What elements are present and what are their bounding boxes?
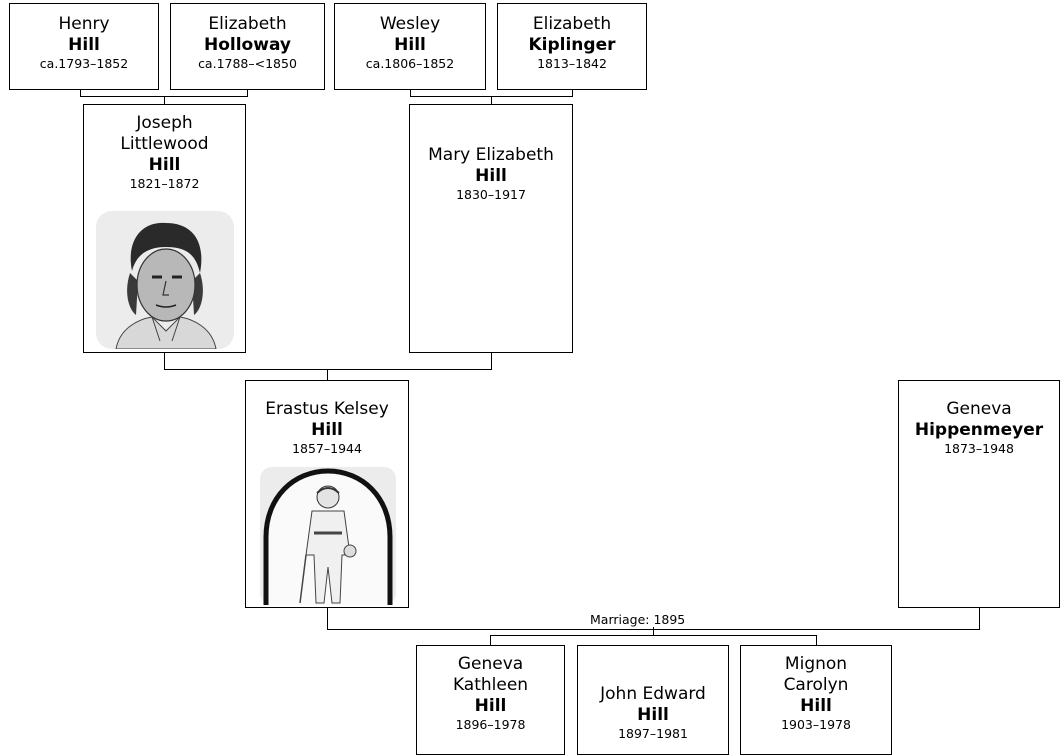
given-name: Henry: [58, 14, 110, 34]
life-dates: 1873–1948: [944, 441, 1014, 456]
person-card-wesley-hill[interactable]: Wesley Hill ca.1806–1852: [334, 3, 486, 90]
surname: Hill: [475, 166, 507, 186]
given-name-middle: Carolyn: [783, 675, 849, 695]
given-name-first: Joseph: [136, 113, 193, 133]
surname: Hippenmeyer: [914, 420, 1044, 440]
portrait-image: [96, 211, 234, 349]
given-name: Erastus Kelsey: [265, 399, 389, 419]
given-name-middle: Littlewood: [120, 134, 209, 154]
given-name: Geneva: [946, 399, 1012, 419]
marriage-label: Marriage: 1895: [589, 612, 687, 627]
person-card-elizabeth-kiplinger[interactable]: Elizabeth Kiplinger 1813–1842: [497, 3, 647, 90]
life-dates: 1813–1842: [537, 56, 607, 71]
person-card-geneva-kathleen-hill[interactable]: Geneva Kathleen Hill 1896–1978: [416, 645, 565, 755]
life-dates: ca.1793–1852: [39, 56, 129, 71]
given-name-first: Mignon: [784, 654, 848, 674]
life-dates: ca.1788–<1850: [198, 56, 297, 71]
surname: Hill: [148, 155, 181, 175]
given-name: Mary Elizabeth: [428, 145, 554, 165]
person-card-henry-hill[interactable]: Henry Hill ca.1793–1852: [9, 3, 159, 90]
person-card-elizabeth-holloway[interactable]: Elizabeth Holloway ca.1788–<1850: [170, 3, 325, 90]
life-dates: 1857–1944: [292, 441, 362, 456]
life-dates: 1821–1872: [129, 176, 200, 191]
surname: Hill: [68, 35, 100, 55]
life-dates: 1830–1917: [456, 187, 526, 202]
surname: Hill: [637, 705, 669, 725]
portrait-image: [260, 467, 396, 605]
person-card-mignon-carolyn-hill[interactable]: Mignon Carolyn Hill 1903–1978: [740, 645, 892, 755]
person-card-john-edward-hill[interactable]: John Edward Hill 1897–1981: [577, 645, 729, 755]
given-name: Elizabeth: [208, 14, 287, 34]
life-dates: 1896–1978: [455, 717, 526, 732]
given-name: Wesley: [379, 14, 441, 34]
life-dates: 1897–1981: [618, 726, 688, 741]
person-card-mary-elizabeth-hill[interactable]: Mary Elizabeth Hill 1830–1917: [409, 104, 573, 353]
surname: Hill: [311, 420, 343, 440]
surname: Holloway: [204, 35, 291, 55]
surname: Hill: [800, 696, 832, 716]
person-card-geneva-hippenmeyer[interactable]: Geneva Hippenmeyer 1873–1948: [898, 380, 1060, 608]
surname: Kiplinger: [528, 35, 616, 55]
given-name: Elizabeth: [532, 14, 612, 34]
given-name-middle: Kathleen: [452, 675, 529, 695]
given-name-first: Geneva: [457, 654, 524, 674]
life-dates: ca.1806–1852: [365, 56, 455, 71]
person-card-erastus-kelsey-hill[interactable]: Erastus Kelsey Hill 1857–1944: [245, 380, 409, 608]
surname: Hill: [394, 35, 426, 55]
given-name: John Edward: [600, 684, 706, 704]
surname: Hill: [474, 696, 507, 716]
life-dates: 1903–1978: [781, 717, 851, 732]
person-card-joseph-littlewood-hill[interactable]: Joseph Littlewood Hill 1821–1872: [83, 104, 246, 353]
